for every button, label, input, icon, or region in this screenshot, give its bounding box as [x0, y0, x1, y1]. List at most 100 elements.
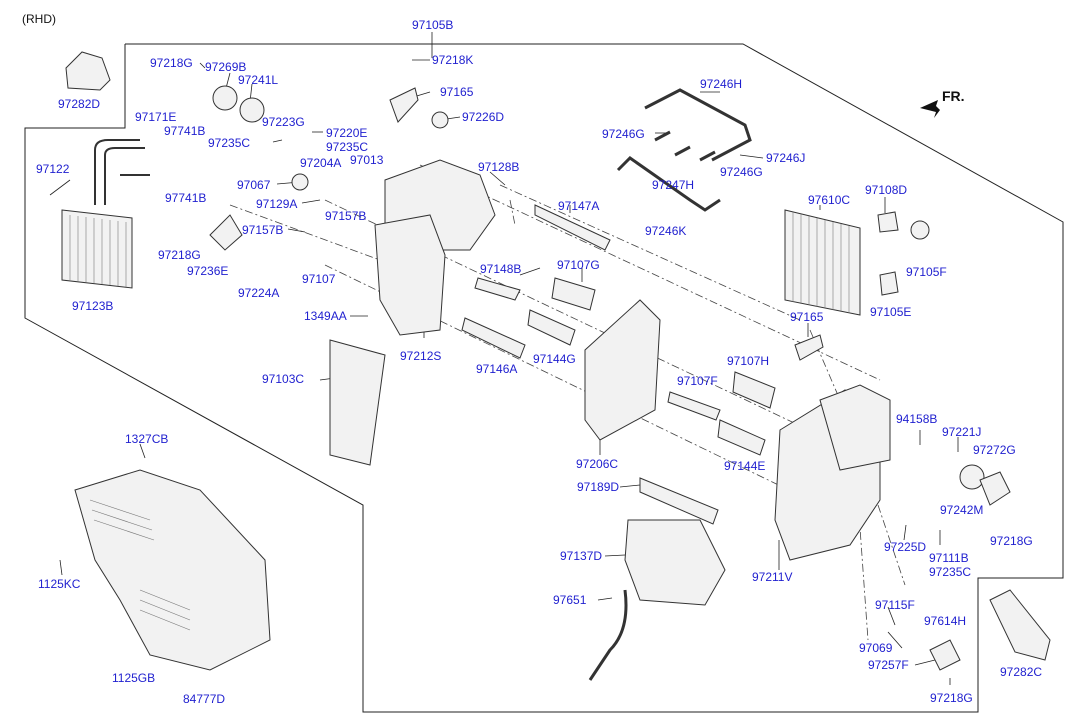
part-label-97206c[interactable]: 97206C — [576, 457, 619, 471]
part-label-97105b[interactable]: 97105B — [412, 18, 454, 32]
actuator-97272G — [979, 471, 1011, 506]
filter-bar-97246G-b — [699, 150, 716, 162]
part-label-97013[interactable]: 97013 — [350, 153, 384, 167]
part-label-97146a[interactable]: 97146A — [476, 362, 518, 376]
part-label-97204a[interactable]: 97204A — [300, 156, 342, 170]
assembly-boundary — [24, 43, 1064, 713]
part-label-1125gb[interactable]: 1125GB — [112, 671, 156, 685]
front-direction-arrow-icon — [920, 100, 940, 118]
bracket-97165-b — [794, 334, 824, 361]
part-label-97171e[interactable]: 97171E — [135, 110, 177, 124]
part-label-97108d[interactable]: 97108D — [865, 183, 908, 197]
part-label-97224a[interactable]: 97224A — [238, 286, 280, 300]
part-label-97107[interactable]: 97107 — [302, 272, 336, 286]
filter-bar-97247H — [674, 145, 691, 157]
part-label-97147a[interactable]: 97147A — [558, 199, 600, 213]
variant-label: (RHD) — [22, 12, 56, 26]
part-label-97129a[interactable]: 97129A — [256, 197, 298, 211]
part-label-97105f[interactable]: 97105F — [906, 265, 947, 279]
part-label-94158b[interactable]: 94158B — [896, 412, 938, 426]
upper-right-housing — [819, 384, 891, 471]
bracket-97236E — [209, 214, 243, 251]
part-label-97069[interactable]: 97069 — [859, 641, 893, 655]
part-label-97221j[interactable]: 97221J — [942, 425, 982, 439]
part-label-97257f[interactable]: 97257F — [868, 658, 909, 672]
part-label-97235c-a[interactable]: 97235C — [208, 136, 251, 150]
part-label-97111b[interactable]: 97111B — [929, 551, 969, 565]
part-label-97144g[interactable]: 97144G — [533, 352, 576, 366]
part-label-97128b[interactable]: 97128B — [478, 160, 520, 174]
part-label-97651[interactable]: 97651 — [553, 593, 587, 607]
part-label-97144e[interactable]: 97144E — [724, 459, 766, 473]
part-label-1349aa[interactable]: 1349AA — [304, 309, 347, 323]
seal-97105F — [910, 220, 930, 240]
part-label-97246h[interactable]: 97246H — [700, 77, 743, 91]
part-label-97107h[interactable]: 97107H — [727, 354, 770, 368]
part-label-97241l[interactable]: 97241L — [238, 73, 279, 87]
part-label-97223g[interactable]: 97223G — [262, 115, 305, 129]
seal-97108D — [877, 211, 899, 233]
part-label-97122[interactable]: 97122 — [36, 162, 70, 176]
part-label-97610c[interactable]: 97610C — [808, 193, 851, 207]
part-label-97218g-a[interactable]: 97218G — [150, 56, 193, 70]
part-label-1327cb[interactable]: 1327CB — [125, 432, 169, 446]
part-label-97247h[interactable]: 97247H — [652, 178, 695, 192]
part-label-97137d[interactable]: 97137D — [560, 549, 603, 563]
part-label-97246g-b[interactable]: 97246G — [720, 165, 763, 179]
part-label-97189d[interactable]: 97189D — [577, 480, 620, 494]
filter-frame-97246H — [644, 88, 752, 162]
part-label-97218k[interactable]: 97218K — [432, 53, 474, 67]
part-label-97165-a[interactable]: 97165 — [440, 85, 474, 99]
part-label-97218g-c[interactable]: 97218G — [990, 534, 1033, 548]
part-label-97107g[interactable]: 97107G — [557, 258, 600, 272]
part-label-97614h[interactable]: 97614H — [924, 614, 967, 628]
filter-frame-97246K — [616, 156, 721, 212]
part-label-1125kc[interactable]: 1125KC — [38, 577, 81, 591]
part-label-97148b[interactable]: 97148B — [480, 262, 522, 276]
part-label-97741b-b[interactable]: 97741B — [165, 191, 207, 205]
part-label-97115f[interactable]: 97115F — [875, 598, 915, 612]
part-label-97235c-b[interactable]: 97235C — [326, 140, 369, 154]
motor-97242M — [959, 464, 985, 490]
part-label-97220e[interactable]: 97220E — [326, 126, 368, 140]
assembled-unit — [74, 469, 271, 671]
part-label-97105e[interactable]: 97105E — [870, 305, 912, 319]
part-label-97165-b[interactable]: 97165 — [790, 310, 824, 324]
part-label-97067[interactable]: 97067 — [237, 178, 271, 192]
actuator-97269B — [212, 85, 238, 111]
part-label-97741b-a[interactable]: 97741B — [164, 124, 206, 138]
part-label-97242m[interactable]: 97242M — [940, 503, 984, 517]
part-label-97282d[interactable]: 97282D — [58, 97, 101, 111]
part-label-97157b-b[interactable]: 97157B — [242, 223, 284, 237]
part-label-97157b-a[interactable]: 97157B — [325, 209, 367, 223]
part-label-97282c[interactable]: 97282C — [1000, 665, 1043, 679]
part-label-97246g-a[interactable]: 97246G — [602, 127, 645, 141]
part-label-97235c-c[interactable]: 97235C — [929, 565, 972, 579]
part-label-97103c[interactable]: 97103C — [262, 372, 305, 386]
door-97147A — [534, 204, 611, 251]
part-label-97246j[interactable]: 97246J — [766, 151, 806, 165]
part-label-97218g-d[interactable]: 97218G — [930, 691, 973, 705]
part-label-97211v[interactable]: 97211V — [752, 570, 793, 584]
part-label-97225d[interactable]: 97225D — [884, 540, 927, 554]
evaporator-core — [784, 209, 861, 316]
actuator-97257F — [929, 639, 961, 671]
heater-pipes — [94, 139, 150, 205]
part-label-97123b[interactable]: 97123B — [72, 299, 114, 313]
part-label-84777d[interactable]: 84777D — [183, 692, 226, 706]
part-label-97246k[interactable]: 97246K — [645, 224, 687, 238]
part-label-97107f[interactable]: 97107F — [677, 374, 718, 388]
center-case — [584, 299, 661, 441]
part-label-97236e[interactable]: 97236E — [187, 264, 229, 278]
door-97107F — [667, 391, 721, 421]
lever-97067 — [291, 173, 309, 191]
duct-cap-lower — [989, 589, 1051, 661]
gear-97241L — [239, 97, 265, 123]
heater-core — [61, 209, 133, 289]
part-label-97272g[interactable]: 97272G — [973, 443, 1016, 457]
bracket-97165-a — [389, 87, 419, 123]
part-label-97218g-b[interactable]: 97218G — [158, 248, 201, 262]
part-label-97212s[interactable]: 97212S — [400, 349, 442, 363]
part-label-97226d[interactable]: 97226D — [462, 110, 505, 124]
part-label-97269b[interactable]: 97269B — [205, 60, 247, 74]
